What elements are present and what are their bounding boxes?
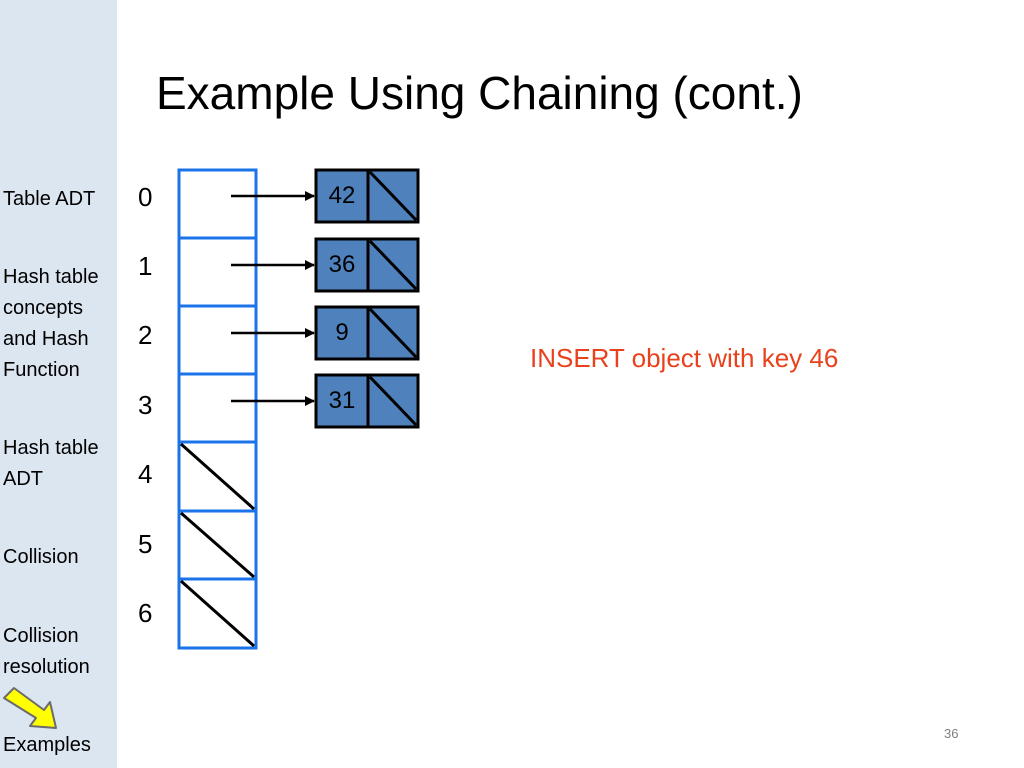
null-next-marker bbox=[368, 307, 418, 359]
null-next-marker bbox=[368, 170, 418, 222]
index-label: 0 bbox=[138, 182, 153, 212]
hash-table-outline bbox=[177, 168, 258, 650]
index-label: 2 bbox=[138, 320, 153, 350]
sidebar-item-examples[interactable]: Examples bbox=[3, 734, 91, 756]
null-slot-marker bbox=[180, 511, 255, 579]
node-key: 36 bbox=[328, 251, 356, 278]
index-label: 1 bbox=[138, 251, 153, 281]
null-slot-marker bbox=[180, 442, 255, 511]
chain-node bbox=[314, 373, 420, 429]
index-label: 4 bbox=[138, 459, 153, 489]
sidebar-item-hash-table-concepts[interactable]: Hash table concepts and Hash Function bbox=[3, 266, 99, 381]
index-label: 3 bbox=[138, 390, 153, 420]
sidebar-item-hash-table-adt[interactable]: Hash table ADT bbox=[3, 437, 99, 490]
index-label: 5 bbox=[138, 529, 153, 559]
index-label: 6 bbox=[138, 598, 153, 628]
page-number: 36 bbox=[944, 726, 959, 741]
chain-node bbox=[314, 168, 420, 224]
sidebar-nav: Table ADT Hash table concepts and Hash F… bbox=[0, 0, 117, 768]
insert-instruction: INSERT object with key 46 bbox=[530, 343, 839, 373]
sidebar-item-collision-resolution[interactable]: Collision resolution bbox=[3, 625, 90, 678]
node-key: 31 bbox=[328, 387, 356, 414]
hash-table bbox=[177, 168, 258, 650]
null-slot-marker bbox=[180, 579, 255, 648]
slide-title: Example Using Chaining (cont.) bbox=[156, 67, 803, 119]
node-key: 42 bbox=[328, 182, 356, 209]
node-key: 9 bbox=[335, 319, 349, 346]
null-next-marker bbox=[368, 239, 418, 291]
chain-node bbox=[314, 237, 420, 293]
chain-node bbox=[314, 305, 420, 361]
arrow-right-icon bbox=[3, 687, 57, 729]
sidebar-item-table-adt[interactable]: Table ADT bbox=[3, 188, 96, 210]
sidebar-item-collision[interactable]: Collision bbox=[3, 546, 79, 568]
null-next-marker bbox=[368, 375, 418, 427]
